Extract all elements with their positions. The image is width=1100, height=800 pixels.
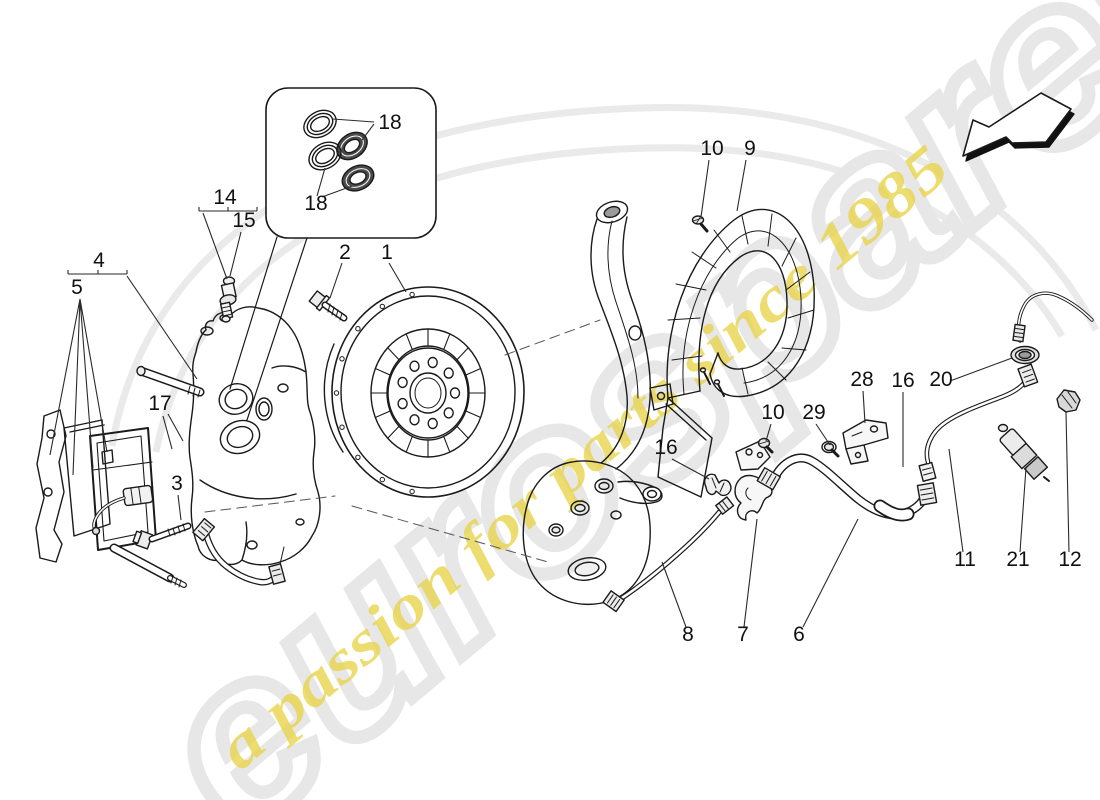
- box-pointer-line: [246, 237, 308, 421]
- seal-ring[interactable]: [332, 127, 373, 166]
- cable-clip[interactable]: [1056, 389, 1081, 413]
- direction-arrow-icon: [962, 92, 1075, 162]
- bracket-screw-29[interactable]: [821, 440, 840, 458]
- cable-grommet[interactable]: [1010, 345, 1040, 365]
- support-bracket[interactable]: [842, 419, 889, 465]
- pad-wear-sensor[interactable]: [122, 484, 154, 507]
- callout-16-right[interactable]: 16: [891, 369, 914, 392]
- callout-15[interactable]: 15: [232, 209, 255, 232]
- callout-20[interactable]: 20: [929, 368, 952, 391]
- seal-kit-box[interactable]: [229, 87, 437, 421]
- abs-sensor[interactable]: [997, 423, 1050, 482]
- bracket-screw[interactable]: [757, 437, 774, 454]
- callout-17[interactable]: 17: [148, 392, 171, 415]
- callout-2[interactable]: 2: [339, 241, 351, 264]
- callout-5[interactable]: 5: [71, 276, 83, 299]
- callout-29[interactable]: 29: [802, 401, 825, 424]
- wear-sensor-cable[interactable]: [1012, 291, 1094, 343]
- callout-9[interactable]: 9: [744, 137, 756, 160]
- callout-14[interactable]: 14: [213, 186, 237, 209]
- callout-28[interactable]: 28: [850, 368, 873, 391]
- brake-pipe[interactable]: [602, 496, 735, 613]
- dust-shield[interactable]: [649, 208, 815, 498]
- brake-disc[interactable]: [323, 286, 525, 498]
- caliper-bolt[interactable]: [132, 522, 192, 550]
- callout-10-mid[interactable]: 10: [761, 401, 784, 424]
- shield-ribs: [667, 213, 815, 395]
- watermark-layer: eurospares a passion for parts since 198…: [100, 0, 1100, 800]
- leader-lines: [49, 118, 1070, 628]
- callout-7[interactable]: 7: [737, 623, 749, 646]
- callout-18-seals-bottom[interactable]: 18: [304, 192, 327, 215]
- shield-screw[interactable]: [691, 215, 709, 233]
- disc-vent-fins: [370, 328, 486, 458]
- callout-8[interactable]: 8: [682, 623, 694, 646]
- callout-18-seals-top[interactable]: 18: [378, 111, 401, 134]
- callout-16-left[interactable]: 16: [654, 436, 677, 459]
- brake-caliper[interactable]: [188, 306, 321, 566]
- disc-rim-holes: [333, 291, 415, 495]
- callout-10-top[interactable]: 10: [700, 137, 723, 160]
- callout-12[interactable]: 12: [1058, 548, 1081, 571]
- bleeder-valve[interactable]: [219, 276, 237, 323]
- brake-pads-assembly[interactable]: [35, 365, 286, 588]
- flexible-brake-hose[interactable]: [756, 453, 938, 522]
- pipe-clip[interactable]: [704, 473, 732, 497]
- callout-11[interactable]: 11: [954, 548, 976, 571]
- callout-3[interactable]: 3: [171, 472, 183, 495]
- sensor-pipe[interactable]: [924, 363, 1039, 465]
- callout-4[interactable]: 4: [93, 249, 105, 272]
- seal-ring[interactable]: [304, 137, 346, 176]
- callouts-layer: 18 18 14 15 4 5 2 1 10 9 17 3 28 16 20 1…: [49, 111, 1082, 646]
- callout-6[interactable]: 6: [793, 623, 805, 646]
- steering-knuckle: [522, 200, 663, 605]
- box-pointer-line: [229, 236, 278, 390]
- callout-1[interactable]: 1: [381, 241, 393, 264]
- callout-21[interactable]: 21: [1006, 548, 1029, 571]
- seal-ring[interactable]: [299, 105, 341, 143]
- watermark-swoosh-outer: [108, 104, 1100, 447]
- disc-bolt[interactable]: [308, 289, 348, 322]
- seal-ring[interactable]: [338, 160, 378, 196]
- caliper-crossover-hose[interactable]: [192, 517, 286, 586]
- axis-dashed-lines: [204, 319, 601, 563]
